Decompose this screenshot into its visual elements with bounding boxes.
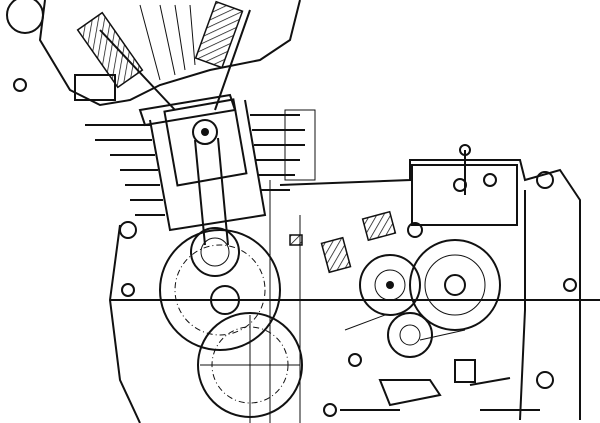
cooling-fins-right [250, 109, 316, 191]
cooling-fins-left [85, 124, 165, 216]
gearbox-housing [279, 144, 581, 421]
crankcase [108, 180, 600, 423]
flywheel [159, 229, 281, 351]
connecting-rod [190, 137, 240, 277]
layshaft-gear [359, 254, 421, 316]
piston [163, 98, 248, 187]
cylinder-barrel [13, 74, 316, 232]
kickstart-gear [387, 312, 433, 358]
cylinder-head [6, 0, 301, 127]
mainshaft-gear [409, 239, 501, 331]
clutch-springs [289, 210, 397, 274]
